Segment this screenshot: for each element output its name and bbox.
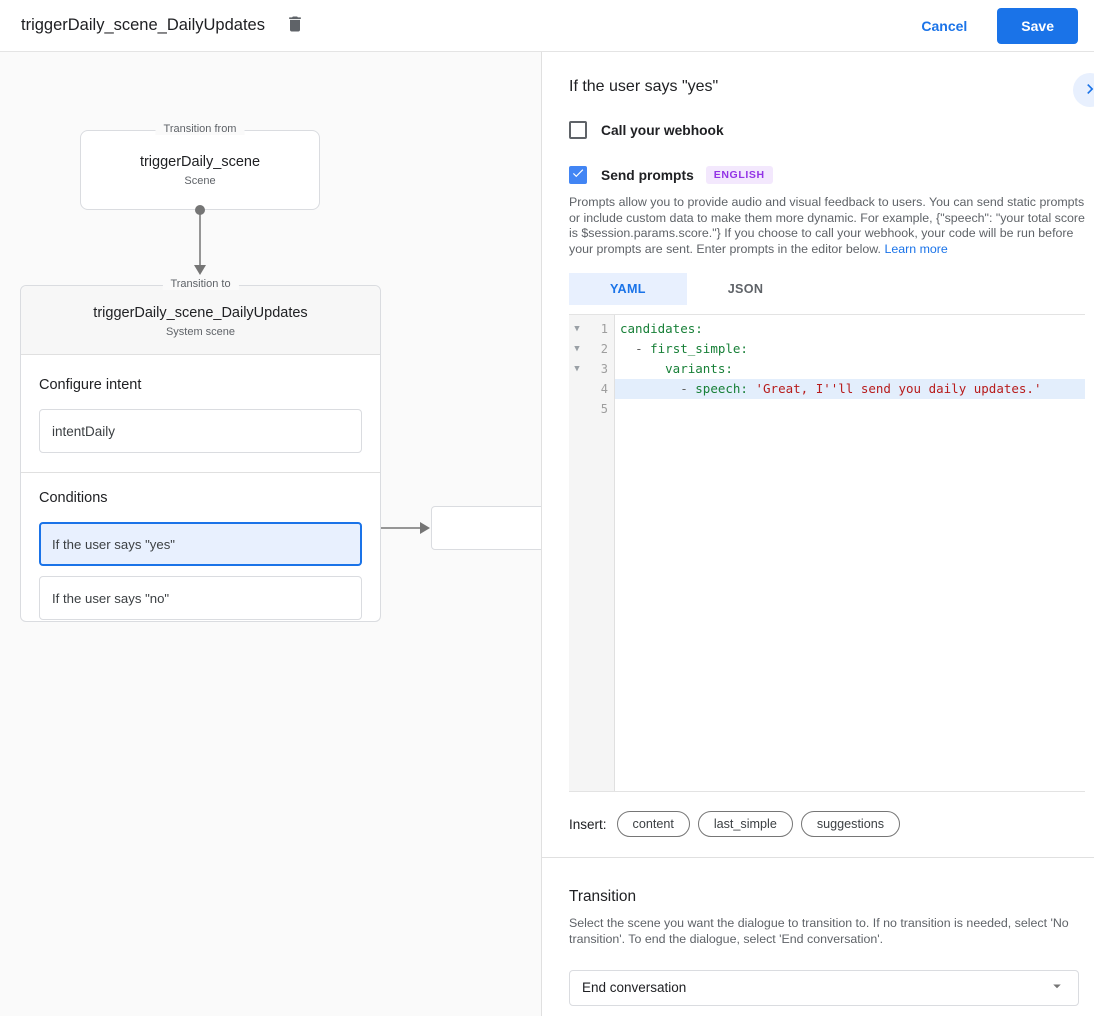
line-number: 4 xyxy=(600,382,608,397)
insert-chip-content[interactable]: content xyxy=(616,811,690,838)
code-token: first_simple: xyxy=(650,341,748,357)
insert-label: Insert: xyxy=(569,816,607,832)
code-line-2[interactable]: - first_simple: xyxy=(615,339,1085,359)
transition-select-value: End conversation xyxy=(582,980,687,996)
code-line-5[interactable] xyxy=(615,399,1085,419)
scene-flow-canvas: Transition from triggerDaily_scene Scene… xyxy=(0,52,541,1016)
transition-heading: Transition xyxy=(569,888,637,906)
code-token: - xyxy=(680,381,696,397)
editor-gutter: ▼ 1 ▼ 2 ▼ 3 4 5 xyxy=(569,315,615,792)
line-number: 3 xyxy=(600,362,608,377)
insert-chip-last-simple[interactable]: last_simple xyxy=(697,811,793,838)
code-line-4[interactable]: - speech: 'Great, I''ll send you daily u… xyxy=(615,379,1085,400)
line-number: 1 xyxy=(600,322,608,337)
editor-format-tabs: YAML JSON xyxy=(569,273,1085,306)
to-scene-title: triggerDaily_scene_DailyUpdates xyxy=(93,305,308,321)
transition-from-legend: Transition from xyxy=(155,123,245,135)
from-scene-title: triggerDaily_scene xyxy=(139,154,261,170)
transition-select[interactable]: End conversation xyxy=(569,969,1079,1006)
send-prompts-checkbox[interactable] xyxy=(569,166,587,184)
panel-title: If the user says "yes" xyxy=(569,78,719,95)
page-title: triggerDaily_scene_DailyUpdates xyxy=(21,16,265,34)
cancel-button[interactable]: Cancel xyxy=(921,17,968,34)
tab-yaml[interactable]: YAML xyxy=(569,273,687,306)
card-divider xyxy=(21,472,380,473)
prompts-description-text: Prompts allow you to provide audio and v… xyxy=(569,195,1085,256)
transition-from-card[interactable]: Transition from triggerDaily_scene Scene xyxy=(80,123,320,210)
code-token: speech: xyxy=(695,381,756,397)
code-token xyxy=(620,381,680,396)
topbar: triggerDaily_scene_DailyUpdates Cancel S… xyxy=(0,0,1094,52)
panel-divider xyxy=(542,857,1094,859)
to-scene-subtitle: System scene xyxy=(165,326,236,338)
chevron-right-icon xyxy=(1080,79,1094,102)
trash-icon xyxy=(285,14,305,37)
save-button[interactable]: Save xyxy=(997,7,1078,44)
collapse-panel-button[interactable] xyxy=(1073,73,1094,107)
learn-more-link[interactable]: Learn more xyxy=(884,241,948,256)
code-token xyxy=(620,341,635,356)
transition-to-legend: Transition to xyxy=(162,278,239,290)
conditions-label: Conditions xyxy=(39,490,108,506)
from-scene-subtitle: Scene xyxy=(184,175,216,187)
fold-arrow-icon[interactable]: ▼ xyxy=(574,344,580,355)
code-line-3[interactable]: variants: xyxy=(615,359,1085,379)
configure-intent-label: Configure intent xyxy=(39,377,142,393)
insert-chip-suggestions[interactable]: suggestions xyxy=(800,811,901,838)
code-token xyxy=(620,361,665,376)
code-line-1[interactable]: candidates: xyxy=(615,319,1085,339)
prompts-description: Prompts allow you to provide audio and v… xyxy=(569,195,1085,257)
condition-item-yes[interactable]: If the user says "yes" xyxy=(39,522,362,566)
dropdown-caret-icon xyxy=(1048,977,1066,998)
code-token: candidates: xyxy=(620,321,703,337)
send-prompts-label: Send prompts xyxy=(601,167,694,183)
language-badge: ENGLISH xyxy=(705,166,773,184)
line-number: 2 xyxy=(600,342,608,357)
fold-arrow-icon[interactable]: ▼ xyxy=(574,324,580,335)
transition-description: Select the scene you want the dialogue t… xyxy=(569,916,1069,946)
code-token: variants: xyxy=(665,361,733,377)
prompt-code-editor[interactable]: ▼ 1 ▼ 2 ▼ 3 4 5 candidates: - first_simple: var… xyxy=(569,314,1085,793)
call-webhook-checkbox[interactable] xyxy=(569,121,587,139)
condition-target-node[interactable] xyxy=(431,506,541,550)
intent-item[interactable]: intentDaily xyxy=(39,409,362,453)
delete-scene-button[interactable] xyxy=(283,14,307,38)
tab-json[interactable]: JSON xyxy=(727,282,764,297)
to-scene-header: triggerDaily_scene_DailyUpdates System s… xyxy=(21,286,380,355)
transition-to-card: Transition to triggerDaily_scene_DailyUp… xyxy=(20,278,381,622)
condition-editor-panel: If the user says "yes" Call your webhook… xyxy=(541,52,1094,1016)
code-token: - xyxy=(635,341,651,357)
code-token: 'Great, I''ll send you daily updates.' xyxy=(755,381,1042,397)
editor-lines[interactable]: candidates: - first_simple: variants: - … xyxy=(615,315,1085,792)
line-number: 5 xyxy=(600,402,608,417)
fold-arrow-icon[interactable]: ▼ xyxy=(574,364,580,375)
condition-item-no[interactable]: If the user says "no" xyxy=(39,576,362,620)
checkmark-icon xyxy=(571,166,585,185)
call-webhook-label: Call your webhook xyxy=(601,122,724,138)
insert-row: Insert: content last_simple suggestions xyxy=(569,811,1085,838)
